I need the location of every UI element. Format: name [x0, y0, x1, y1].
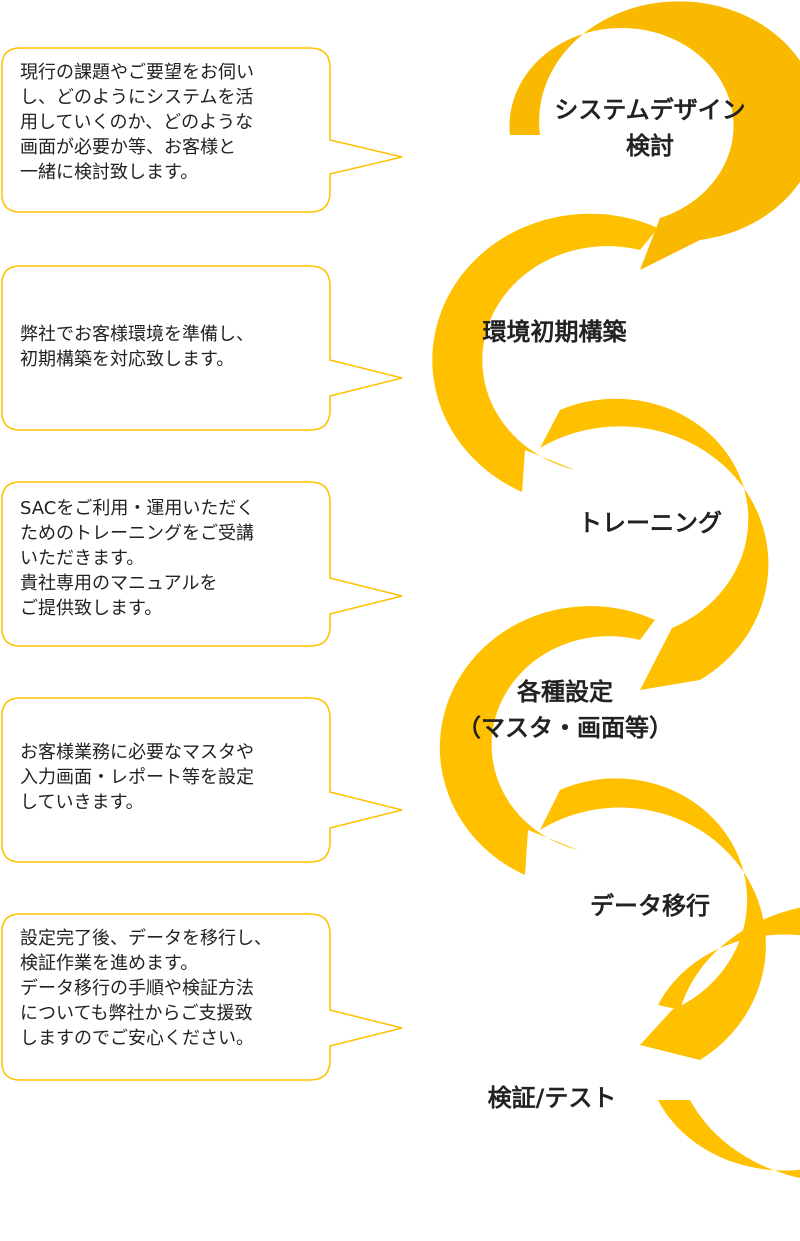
speech-bubble-3	[1, 481, 403, 647]
step-2-label: 環境初期構築	[482, 318, 627, 346]
speech-bubble-2	[1, 265, 403, 431]
arc-arrow-4	[439, 606, 655, 875]
step-4-label: 各種設定 （マスタ・画面等）	[457, 678, 673, 742]
step-3-label: トレーニング	[578, 509, 722, 537]
arc-6	[658, 907, 800, 1179]
step-5-description: 設定完了後、データを移行し、 検証作業を進めます。 データ移行の手順や検証方法 …	[20, 928, 272, 1049]
step-5-label: データ移行	[590, 892, 710, 920]
step-3-description: SACをご利用・運用いただく ためのトレーニングをご受講 いただきます。 貴社専…	[20, 498, 255, 619]
step-6-label: 検証/テスト	[487, 1084, 617, 1112]
step-1-label: システムデザイン 検討	[554, 96, 746, 160]
step-4-description: お客様業務に必要なマスタや 入力画面・レポート等を設定 していきます。	[20, 742, 254, 813]
arc-arrow-2	[432, 213, 658, 492]
arc-arrow-3	[540, 398, 769, 690]
step-2-description: 弊社でお客様環境を準備し、 初期構築を対応致します。	[20, 324, 254, 370]
speech-bubble-1	[1, 47, 403, 213]
speech-bubble-4	[1, 697, 403, 863]
arc-arrow-5	[540, 778, 766, 1060]
arc-arrow-1	[509, 1, 800, 270]
speech-bubble-5	[1, 913, 403, 1081]
step-1-description: 現行の課題やご要望をお伺い し、どのようにシステムを活 用していくのか、どのよう…	[20, 62, 254, 183]
